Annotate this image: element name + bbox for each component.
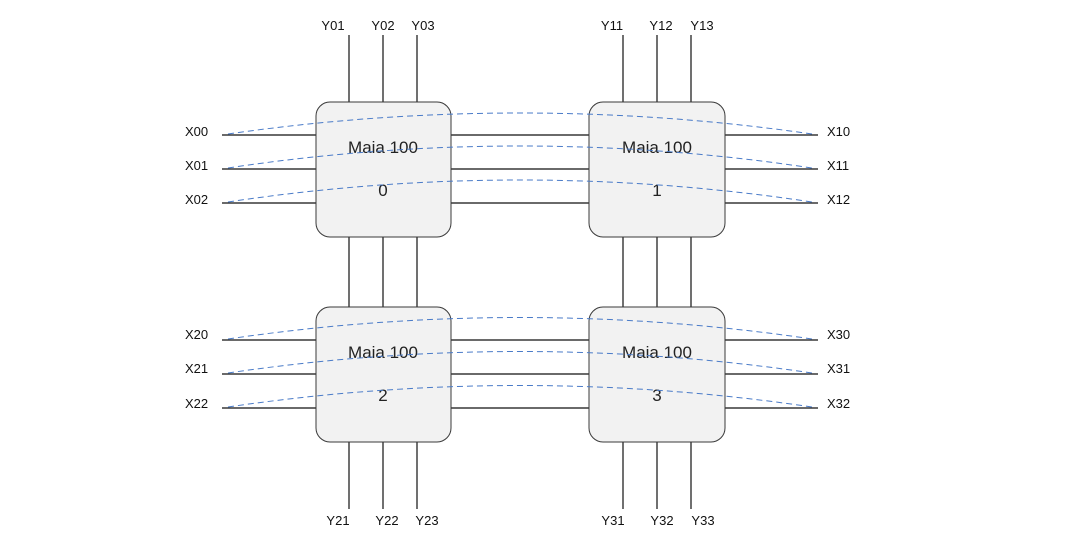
port-x02: X02	[185, 192, 208, 207]
port-labels-top: Y01 Y02 Y03 Y11 Y12 Y13	[321, 18, 713, 33]
chip-2: Maia 100 2	[315, 306, 452, 443]
port-x21: X21	[185, 361, 208, 376]
route-x21-x31	[227, 351, 813, 374]
port-labels-bottom: Y21 Y22 Y23 Y31 Y32 Y33	[326, 513, 714, 528]
port-y31: Y31	[601, 513, 624, 528]
chip-0: Maia 100 0	[315, 101, 452, 238]
port-x10: X10	[827, 124, 850, 139]
port-x01: X01	[185, 158, 208, 173]
port-y22: Y22	[375, 513, 398, 528]
chip-2-index: 2	[378, 386, 387, 405]
chip-1-name: Maia 100	[622, 138, 692, 157]
port-y02: Y02	[371, 18, 394, 33]
chip-0-index: 0	[378, 181, 387, 200]
port-y13: Y13	[690, 18, 713, 33]
chip-3-box	[588, 306, 726, 443]
chip-3: Maia 100 3	[588, 306, 726, 443]
port-x22: X22	[185, 396, 208, 411]
port-y23: Y23	[415, 513, 438, 528]
route-x00-x10	[227, 112, 813, 135]
route-x01-x11	[227, 145, 813, 169]
chip-2-box	[315, 306, 452, 443]
chip-2-name: Maia 100	[348, 343, 418, 362]
port-y12: Y12	[649, 18, 672, 33]
port-labels-right: X10 X11 X12 X30 X31 X32	[827, 124, 850, 411]
port-y01: Y01	[321, 18, 344, 33]
chip-3-name: Maia 100	[622, 343, 692, 362]
vertical-wires	[348, 35, 692, 509]
chip-0-name: Maia 100	[348, 138, 418, 157]
dashed-routes	[227, 112, 813, 408]
port-x32: X32	[827, 396, 850, 411]
port-y33: Y33	[691, 513, 714, 528]
port-x31: X31	[827, 361, 850, 376]
chip-1-index: 1	[652, 181, 661, 200]
port-x00: X00	[185, 124, 208, 139]
port-y32: Y32	[650, 513, 673, 528]
port-x12: X12	[827, 192, 850, 207]
route-x02-x12	[227, 179, 813, 203]
chip-1: Maia 100 1	[588, 101, 726, 238]
port-labels-left: X00 X01 X02 X20 X21 X22	[185, 124, 208, 411]
port-y21: Y21	[326, 513, 349, 528]
port-y03: Y03	[411, 18, 434, 33]
chip-1-box	[588, 101, 726, 238]
horizontal-wires	[222, 134, 818, 409]
port-y11: Y11	[601, 18, 623, 33]
chip-0-box	[315, 101, 452, 238]
port-x11: X11	[827, 158, 849, 173]
route-x22-x32	[227, 385, 813, 408]
port-x30: X30	[827, 327, 850, 342]
route-x20-x30	[227, 317, 813, 340]
chip-3-index: 3	[652, 386, 661, 405]
port-x20: X20	[185, 327, 208, 342]
